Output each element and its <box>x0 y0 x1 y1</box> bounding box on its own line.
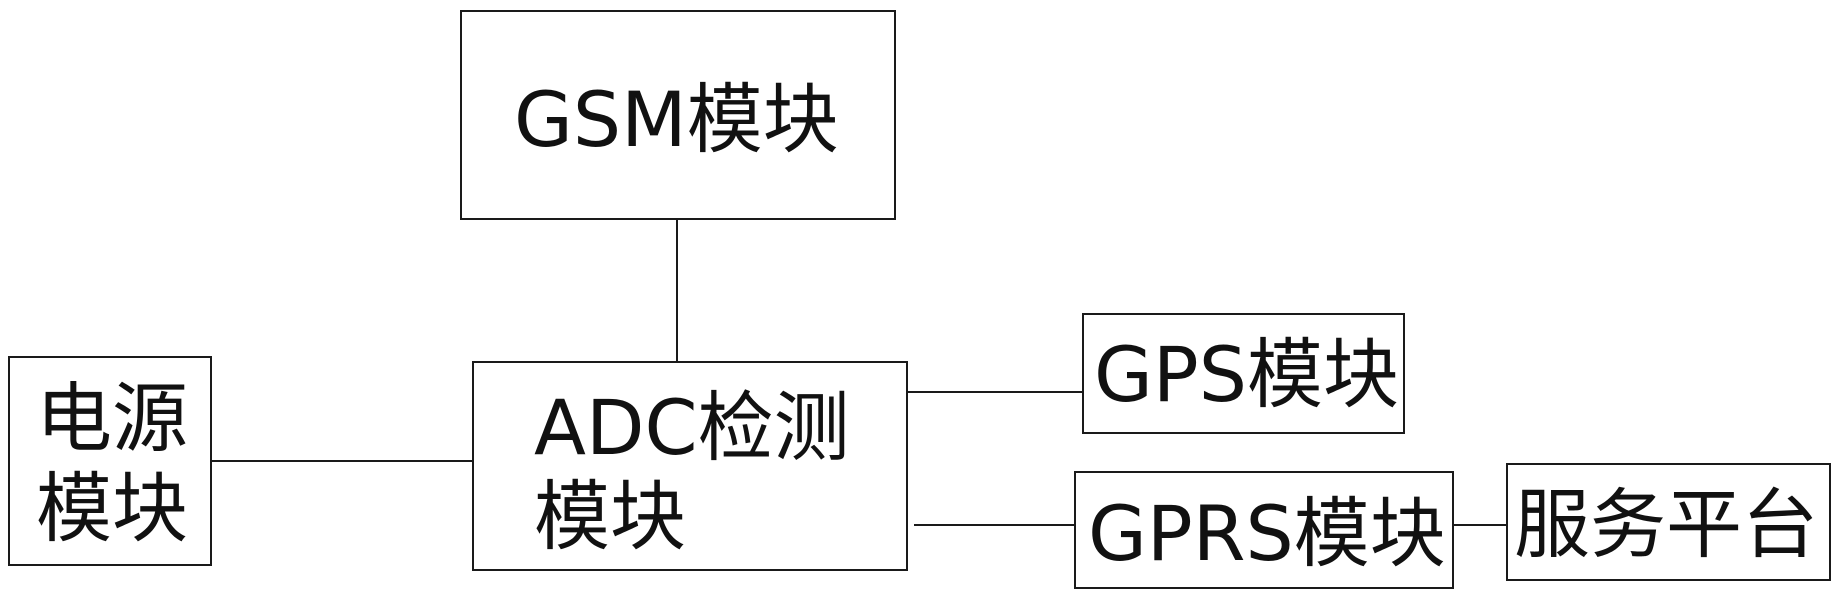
adc-detection-module-label-line1: ADC检测 <box>534 383 850 472</box>
power-module-box: 电源 模块 <box>8 356 212 566</box>
gprs-module-label: GPRS模块 <box>1088 489 1446 578</box>
gps-module-box: GPS模块 <box>1082 313 1405 434</box>
power-module-label-line1: 电源 <box>36 374 188 463</box>
adc-detection-module-label-line2: 模块 <box>534 472 686 561</box>
gsm-module-label: GSM模块 <box>514 75 839 164</box>
service-platform-box: 服务平台 <box>1506 463 1831 581</box>
service-platform-label: 服务平台 <box>1514 480 1818 569</box>
gprs-module-box: GPRS模块 <box>1074 471 1454 589</box>
power-module-label-line2: 模块 <box>36 464 188 553</box>
gps-module-label: GPS模块 <box>1094 330 1399 419</box>
gsm-module-box: GSM模块 <box>460 10 896 220</box>
adc-detection-module-box: ADC检测 模块 <box>472 361 908 571</box>
